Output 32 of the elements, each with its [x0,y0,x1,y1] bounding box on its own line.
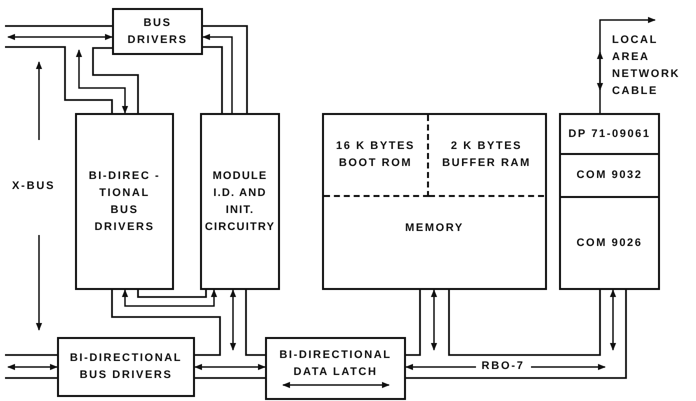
box-label: BI-DIRECTIONAL DATA LATCH [278,348,393,380]
arrow [610,289,616,351]
arrow [7,364,58,370]
arrow [202,34,233,113]
arrow [430,289,438,351]
process-box [57,337,195,397]
arrow [76,49,128,114]
box-label: MODULE I.D. AND INIT. CIRCUITRY [204,168,276,234]
box-label: BUS DRIVERS [126,16,189,48]
cable-label: LOCAL AREA NETWORK CABLE [612,33,682,99]
process-box [75,113,174,290]
box-label: COM 9032 [576,168,642,183]
process-box [112,8,203,55]
process-box [265,337,406,400]
box-label: DP 71-09061 [568,126,651,142]
process-box [559,196,660,290]
arrow [230,289,236,351]
memory-box [322,113,547,290]
arrow [7,34,113,40]
arrow [599,16,656,113]
box-label: 2 K BYTES BUFFER RAM [441,139,532,171]
box-label: BI-DIRECTIONAL BUS DRIVERS [68,351,184,383]
box-label: BI-DIREC - TIONAL BUS DRIVERS [88,168,162,234]
arrow [122,289,218,307]
arrow [194,364,266,370]
memory-section [324,115,429,197]
process-box [559,153,660,198]
process-box [200,113,280,290]
box-label: COM 9026 [576,236,642,250]
box-label: 16 K BYTES BOOT ROM [335,139,416,171]
process-box [559,113,660,155]
box-label: MEMORY [404,221,465,236]
